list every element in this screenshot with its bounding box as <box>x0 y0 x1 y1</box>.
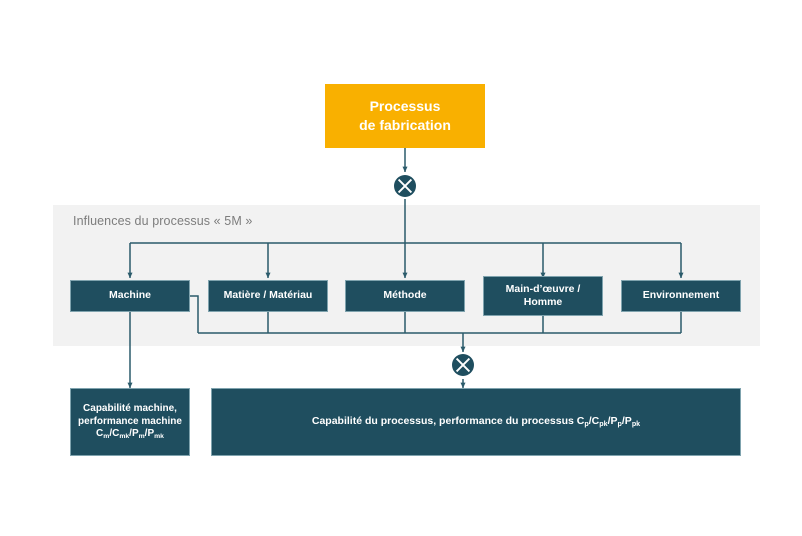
node-matiere-materiau-label: Matière / Matériau <box>223 289 313 302</box>
node-matiere-materiau[interactable]: Matière / Matériau <box>208 280 328 312</box>
machine-capability-line2: performance machine <box>78 415 182 427</box>
node-environnement-label: Environnement <box>642 289 720 302</box>
influences-panel-title: Influences du processus « 5M » <box>73 214 253 228</box>
node-processus-de-fabrication[interactable]: Processus de fabrication <box>325 84 485 148</box>
node-main-doeuvre-line1: Main-d’œuvre / <box>505 282 581 295</box>
processus-line2: de fabrication <box>359 117 451 133</box>
process-capability-text: Capabilité du processus, performance du … <box>311 415 574 428</box>
node-environnement[interactable]: Environnement <box>621 280 741 312</box>
node-methode-label: Méthode <box>383 289 427 302</box>
processus-line1: Processus <box>369 98 441 115</box>
node-machine-capability[interactable]: Capabilité machine, performance machine … <box>70 388 190 456</box>
node-machine[interactable]: Machine <box>70 280 190 312</box>
node-machine-label: Machine <box>108 289 151 302</box>
node-main-doeuvre-homme[interactable]: Main-d’œuvre / Homme <box>483 276 603 316</box>
node-process-capability[interactable]: Capabilité du processus, performance du … <box>211 388 741 456</box>
process-capability-formula: Cp/Cpk/Pp/Ppk <box>576 415 641 429</box>
node-methode[interactable]: Méthode <box>345 280 465 312</box>
junction-bottom <box>452 354 474 376</box>
node-main-doeuvre-line2: Homme <box>523 296 563 308</box>
machine-capability-formula: Cm/Cmk/Pm/Pmk <box>96 428 164 441</box>
junction-top <box>394 175 416 197</box>
machine-capability-line1: Capabilité machine, <box>83 403 177 415</box>
